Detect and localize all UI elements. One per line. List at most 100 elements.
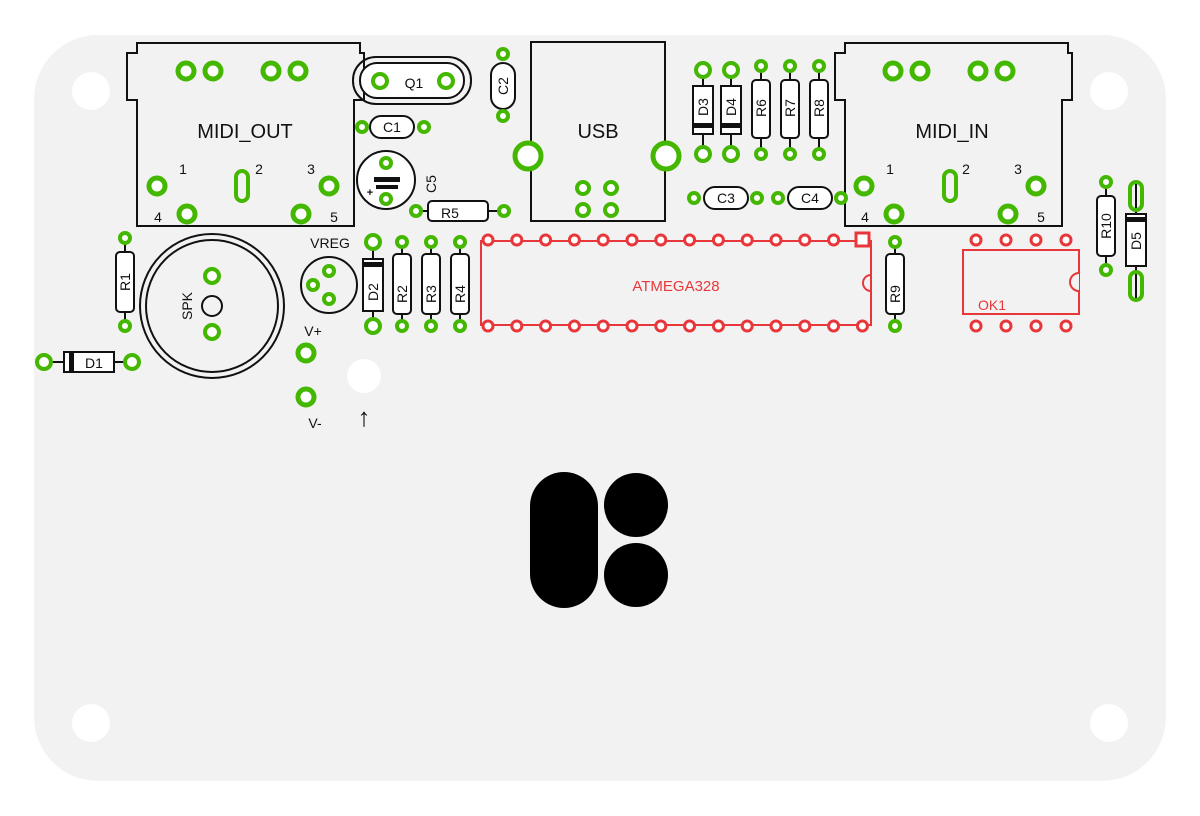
d2-pad: [364, 233, 382, 251]
r1-pad: [118, 319, 132, 333]
ic-atmega328: ATMEGA328: [480, 231, 872, 326]
ic-ok1: OK1: [962, 249, 1080, 315]
ok1-pin-pad: [969, 319, 983, 333]
atmega328-pin-pad: [740, 233, 754, 247]
usb-connector: USB: [530, 41, 666, 222]
midi-out-pin3: 3: [307, 161, 315, 177]
c2-pad: [496, 109, 510, 123]
resistor-pad: [812, 147, 826, 161]
c1-pad: [355, 120, 369, 134]
r10-pad: [1099, 263, 1113, 277]
resistor-pad: [395, 235, 409, 249]
resistor-r7: R7: [780, 66, 800, 154]
atmega328-pin-pad: [654, 319, 668, 333]
atmega328-pin-pad: [855, 319, 869, 333]
spk-pad: [203, 323, 221, 341]
diode-pad: [694, 145, 712, 163]
capacitor-c4: C4: [787, 186, 833, 210]
ok1-pin-pad: [999, 319, 1013, 333]
atmega328-pin-pad: [481, 319, 495, 333]
midi-in-mount-pad: [967, 60, 989, 82]
capacitor-c1: C1: [369, 115, 415, 139]
resistor-pad: [754, 59, 768, 73]
r5-pad: [497, 204, 511, 218]
c4-pad: [834, 191, 848, 205]
c2-label: C2: [495, 77, 511, 95]
midi-out-mount-pad: [175, 60, 197, 82]
d5-label: D5: [1128, 232, 1144, 250]
resistor-pad: [783, 147, 797, 161]
d3-label: D3: [695, 98, 711, 116]
regulator-vreg: VREG: [300, 235, 358, 314]
v-minus-pad: [295, 386, 317, 408]
mounting-hole-top-right: [1090, 72, 1128, 110]
r9-label: R9: [887, 285, 903, 303]
board-outline: [34, 35, 1166, 781]
atmega328-pin-pad: [510, 319, 524, 333]
r4-label: R4: [452, 285, 468, 303]
midi-out-pin5: 5: [330, 209, 338, 225]
r8-label: R8: [811, 99, 827, 117]
resistor-pad: [783, 59, 797, 73]
spk-pad: [203, 267, 221, 285]
resistor-pad: [453, 235, 467, 249]
c3-pad: [687, 191, 701, 205]
resistor-pad: [812, 59, 826, 73]
midi-out-mount-pad: [287, 60, 309, 82]
r7-label: R7: [782, 99, 798, 117]
d2-label: D2: [365, 283, 381, 301]
atmega328-pin-pad: [711, 319, 725, 333]
midi-in-pin-pad: [883, 203, 905, 225]
v-minus-label: V-: [308, 415, 322, 431]
atmega328-pin-pad: [827, 319, 841, 333]
c4-pad: [771, 191, 785, 205]
c3-label: C3: [717, 190, 735, 206]
diode-d1: D1: [44, 351, 132, 373]
crystal-q1: Q1: [352, 56, 472, 105]
usb-shield-pad: [650, 140, 682, 172]
diode-d3: D3: [692, 70, 714, 154]
midi-out-label: MIDI_OUT: [197, 121, 293, 143]
ok1-pin-pad: [1059, 319, 1073, 333]
r9-pad: [888, 319, 902, 333]
midi-out-pin1: 1: [179, 161, 187, 177]
ok1-pin-pad: [999, 233, 1013, 247]
resistor-r2: R2: [392, 242, 412, 326]
through-hole-pads: [35, 47, 1113, 408]
d5-top-slot-pad: [1128, 180, 1144, 212]
mounting-hole-bottom-left: [72, 704, 110, 742]
midi-in-label: MIDI_IN: [915, 121, 988, 143]
d4-label: D4: [723, 98, 739, 116]
r3-label: R3: [423, 285, 439, 303]
atmega328-pin-pad: [625, 233, 639, 247]
midi-in-pin-pad: [997, 203, 1019, 225]
atmega328-pin-pad: [827, 233, 841, 247]
midi-in-pin3: 3: [1014, 161, 1022, 177]
atmega328-pin-pad: [596, 319, 610, 333]
diode-pad: [694, 61, 712, 79]
c5-label: C5: [423, 175, 439, 193]
atmega328-pin-pad: [567, 233, 581, 247]
resistor-r5: R5: [416, 200, 504, 222]
diode-d4: D4: [720, 70, 742, 154]
atmega328-pin-pad: [481, 233, 495, 247]
midi-in-mount-pad: [994, 60, 1016, 82]
atmega328-pin-pad: [769, 319, 783, 333]
d5-bottom-slot-pad: [1128, 270, 1144, 302]
d1-pad: [35, 353, 53, 371]
atmega328-pin-pad: [625, 319, 639, 333]
resistor-r4: R4: [450, 242, 470, 326]
spk-label: SPK: [179, 291, 195, 320]
midi-in-pin2: 2: [962, 161, 970, 177]
usb-shield-pad: [512, 140, 544, 172]
atmega328-label: ATMEGA328: [632, 278, 719, 295]
vreg-pad: [322, 264, 336, 278]
midi-out-pin-pad: [290, 203, 312, 225]
diode-d5: D5: [1125, 180, 1147, 302]
mounting-hole-top-left: [72, 72, 110, 110]
midi-out-pin-pad: [318, 175, 340, 197]
v-plus-label: V+: [304, 323, 322, 339]
logo-mark: [530, 472, 668, 608]
midi-in-connector: MIDI_IN 1 2 3 4 5: [834, 42, 1073, 227]
atmega328-pin-pad: [567, 319, 581, 333]
